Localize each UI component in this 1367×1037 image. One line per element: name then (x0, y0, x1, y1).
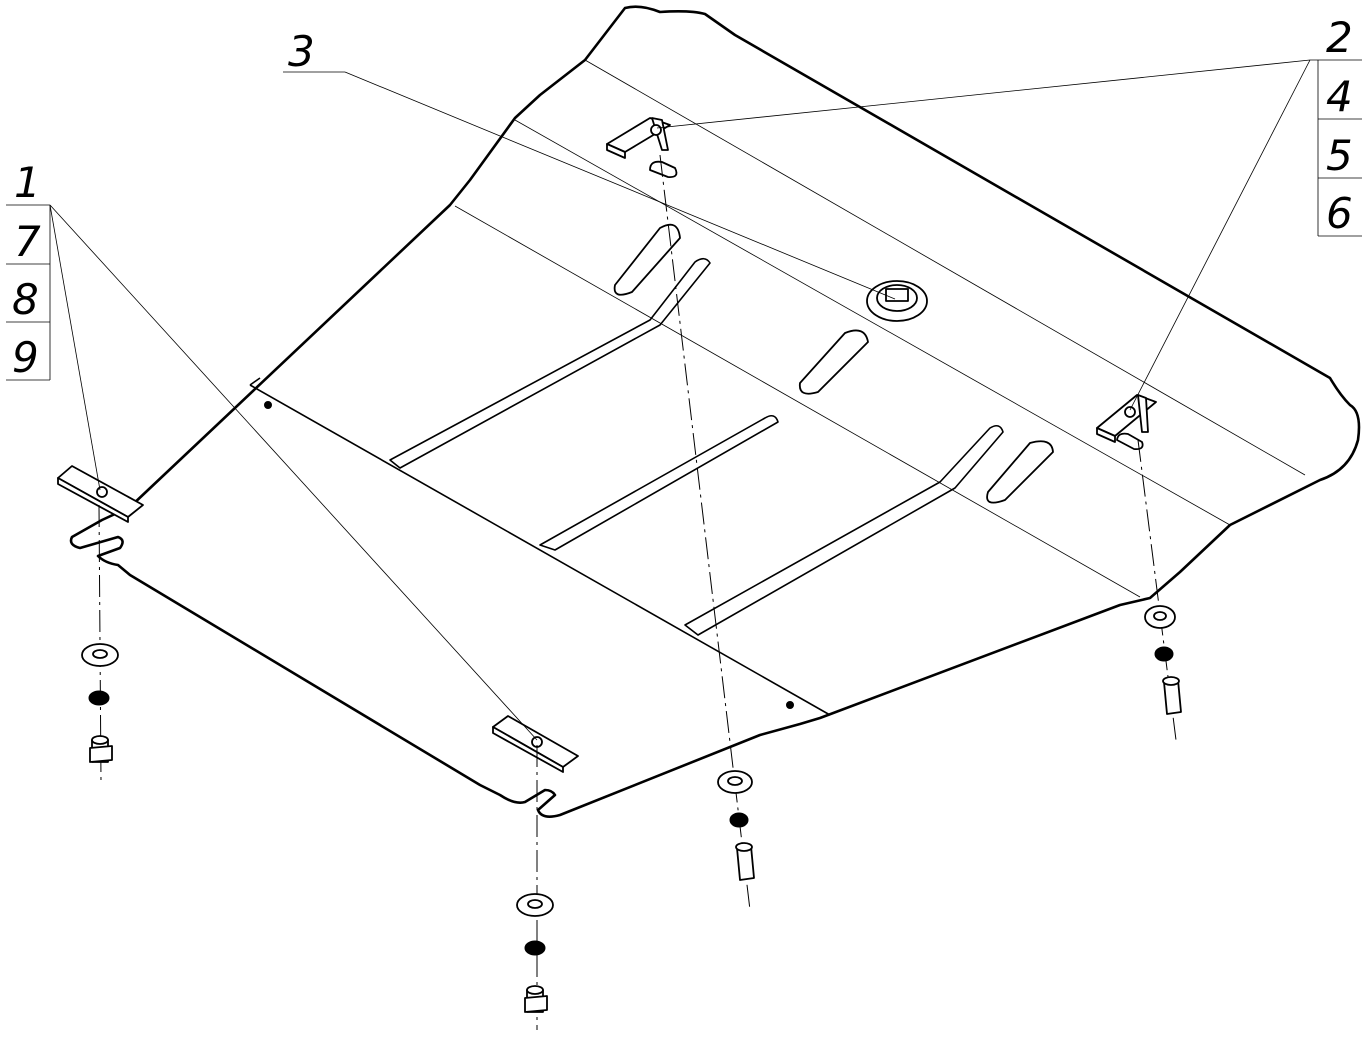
vent-slot (986, 440, 1054, 504)
fastener-stack-right (1137, 439, 1182, 741)
center-nut (866, 280, 928, 322)
rivet (786, 701, 794, 709)
front-flange-edge (249, 377, 261, 386)
callout-5: 5 (1326, 131, 1353, 180)
stiffening-rib (539, 414, 779, 551)
corner-bracket-left (57, 465, 144, 523)
corner-bracket-front (492, 715, 579, 773)
leader-lines (49, 59, 1311, 741)
bolt (1162, 676, 1182, 715)
vent-slot (613, 223, 681, 296)
callout-3: 3 (288, 27, 315, 76)
bend-line (514, 119, 1231, 526)
corner-bracket-rear (606, 117, 671, 159)
lock-washer (1154, 646, 1174, 662)
bend-line (584, 59, 1306, 476)
fastener-stack-left (81, 504, 119, 783)
fastener-stack-front (516, 745, 554, 1030)
small-slot (649, 160, 678, 178)
bolt (89, 735, 113, 763)
corner-bracket-right (1096, 394, 1157, 443)
callout-6: 6 (1326, 189, 1353, 238)
callout-4: 4 (1326, 72, 1353, 121)
callout-9: 9 (12, 333, 39, 382)
stiffening-rib (684, 424, 1004, 636)
lock-washer (729, 812, 749, 828)
bend-line (454, 205, 1141, 598)
callout-8: 8 (12, 275, 39, 324)
callout-group-right: 2 4 5 6 (1310, 13, 1362, 238)
callout-2: 2 (1326, 13, 1353, 62)
front-flange-line (249, 384, 831, 716)
callout-7: 7 (14, 217, 41, 266)
bolt (735, 842, 755, 881)
fastener-stack-rear (659, 154, 755, 911)
callout-group-left: 1 7 8 9 (6, 158, 51, 382)
vent-slot (798, 329, 869, 395)
rivet (264, 401, 272, 409)
callout-1: 1 (14, 158, 41, 207)
skid-plate (69, 5, 1361, 818)
lock-washer (524, 940, 546, 956)
skid-plate-outline (69, 5, 1361, 818)
lock-washer (88, 690, 110, 706)
small-slot (1116, 432, 1144, 451)
bolt (524, 985, 548, 1013)
stiffening-rib (389, 257, 711, 469)
